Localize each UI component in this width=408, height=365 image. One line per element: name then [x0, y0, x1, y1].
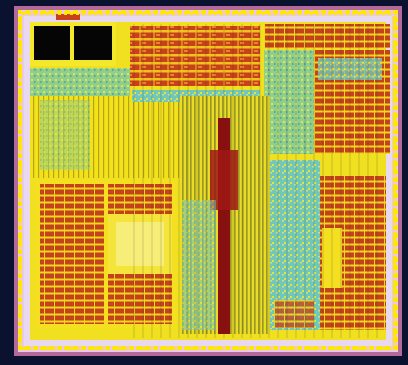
top-right-array	[264, 24, 390, 48]
top-center-array	[130, 26, 260, 86]
upper-left-logic	[30, 68, 130, 96]
right-logic	[264, 50, 314, 154]
top-left-pads	[30, 14, 116, 66]
